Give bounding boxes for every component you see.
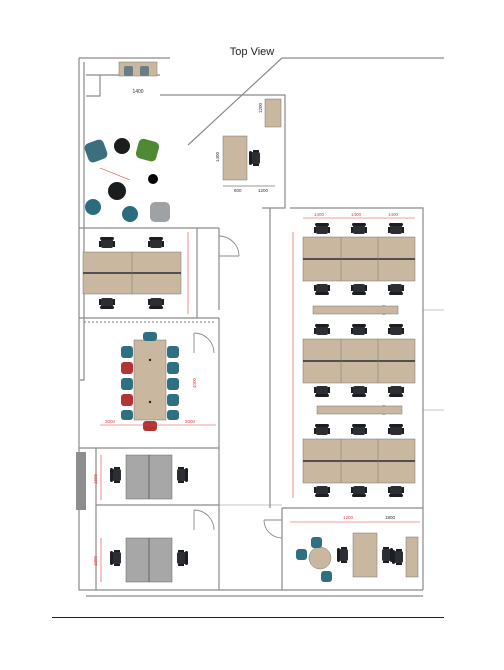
dim-top-small-table: 1400 — [132, 89, 143, 95]
dim-bottom-right-b: 1800 — [385, 515, 396, 520]
top-small-table: 1400 — [118, 61, 158, 95]
dim-booth-height: 1600 — [93, 473, 98, 484]
dim-room-height: 4000 — [192, 377, 197, 388]
dim-reception-w2: 1200 — [258, 188, 269, 193]
workstation-cluster-3 — [302, 424, 416, 497]
storage-unit-2 — [316, 405, 403, 415]
meeting-room: 3000 2000 4000 — [100, 332, 216, 431]
dim-bottom-right-a: 1200 — [343, 515, 354, 520]
dim-small-office: 1000 — [93, 555, 98, 566]
dim-ws-col-3: 1400 — [388, 212, 399, 217]
dim-ws-col-1: 1400 — [314, 212, 325, 217]
outer-wall-left-inner — [80, 62, 85, 381]
bottom-right-room: 1200 1800 — [290, 515, 420, 582]
page-bottom-rule — [52, 617, 444, 618]
booth-area: 1600 1000 — [76, 452, 188, 583]
top-room-wall — [86, 75, 101, 97]
reception-area: 1200 800 1200 1400 — [215, 98, 282, 193]
workstation-cluster-1: 1400 1400 1400 — [302, 212, 416, 295]
plan-title: Top View — [229, 46, 275, 58]
dim-meeting-width: 3000 — [105, 419, 116, 424]
dim-meeting-side: 2000 — [185, 419, 196, 424]
dim-shelf: 1200 — [258, 102, 263, 113]
east-wall — [290, 207, 424, 590]
outer-wall-left — [78, 58, 86, 591]
dim-reception-h: 1400 — [215, 151, 220, 162]
reception-wall — [160, 94, 286, 209]
top-diagonal-wall — [187, 57, 283, 146]
storage-unit-1 — [312, 305, 399, 315]
lounge-armchair-icon — [84, 138, 170, 222]
dim-ws-col-2: 1400 — [351, 212, 362, 217]
lounge-area — [84, 138, 170, 222]
left-workstations — [82, 232, 189, 314]
dim-reception-w: 800 — [234, 188, 242, 193]
door-swing-icon — [193, 235, 283, 539]
workstation-cluster-2 — [302, 324, 416, 397]
building-walls — [78, 57, 444, 597]
